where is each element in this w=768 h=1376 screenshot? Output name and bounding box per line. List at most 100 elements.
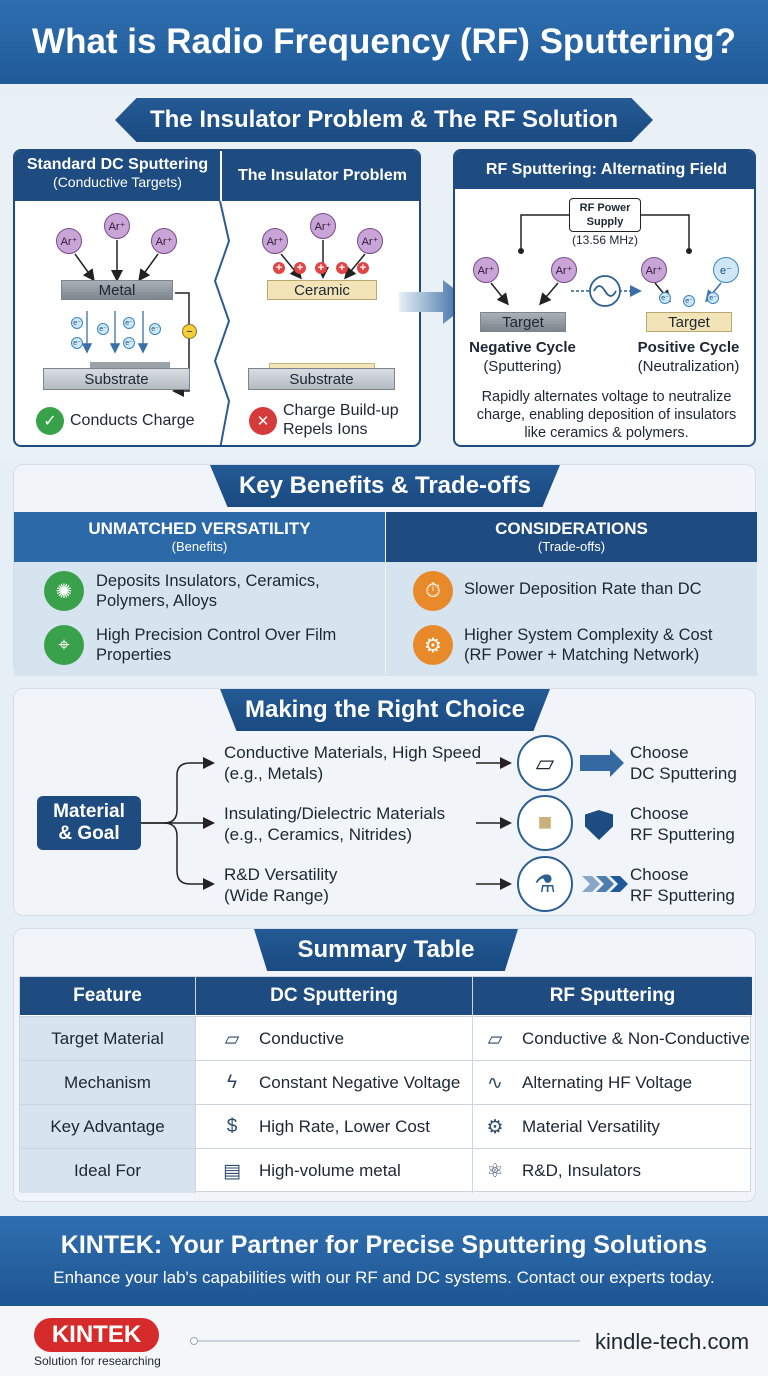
dc-subtitle: (Conductive Targets)	[53, 174, 182, 190]
insulator-result: Charge Build-up Repels Ions	[283, 401, 399, 439]
branch-3-line2: (Wide Range)	[224, 886, 329, 905]
argon-ion: Ar⁺	[551, 257, 577, 283]
positive-charge: +	[336, 262, 348, 274]
atom-icon: ⚛	[486, 1160, 504, 1182]
argon-ion: Ar⁺	[56, 228, 82, 254]
metal-target: Metal	[61, 280, 173, 300]
choice-section: Making the Right Choice Material & Goal …	[13, 688, 756, 916]
dc-substrate: Substrate	[43, 368, 190, 390]
benefits-subtitle: (Benefits)	[171, 539, 228, 554]
website-link[interactable]: kindle-tech.com	[595, 1329, 750, 1354]
decision-tree-lines	[141, 749, 628, 892]
rf-description: Rapidly alternates voltage to neutralize…	[459, 388, 754, 442]
rf-panel: RF Sputtering: Alternating Field RF Powe…	[453, 149, 756, 447]
metal-block-icon: ▱	[487, 1028, 503, 1050]
rf-header: RF Sputtering: Alternating Field	[455, 151, 754, 189]
positive-charge: +	[315, 262, 327, 274]
tradeoff-2-line2: (RF Power + Matching Network)	[464, 646, 700, 664]
metal-block-icon: ▱	[517, 735, 573, 791]
argon-ion: Ar⁺	[104, 213, 130, 239]
rf-power-supply: RF Power Supply	[569, 198, 641, 232]
dc-cell-text: Conductive	[259, 1029, 345, 1048]
footer-headline: KINTEK: Your Partner for Precise Sputter…	[60, 1231, 708, 1259]
root-line2: & Goal	[58, 823, 120, 844]
negative-cycle-desc: (Sputtering)	[483, 358, 562, 375]
rf-cell-text: Material Versatility	[522, 1117, 660, 1136]
error-icon: ✕	[249, 407, 277, 435]
money-hand-icon: $	[226, 1116, 238, 1137]
argon-ion: Ar⁺	[473, 257, 499, 283]
gear-hand-icon: ⚙	[486, 1116, 504, 1138]
section-heading-benefits: Key Benefits & Trade-offs	[210, 465, 560, 507]
table-header-dc: DC Sputtering	[196, 977, 472, 1015]
negative-cycle-title: Negative Cycle	[469, 339, 576, 356]
check-icon: ✓	[36, 407, 64, 435]
positive-cycle: Positive Cycle (Neutralization)	[621, 338, 754, 376]
tradeoff-item-1: Slower Deposition Rate than DC	[464, 580, 702, 598]
argon-ion: Ar⁺	[262, 228, 288, 254]
brand-tagline: Solution for researching	[34, 1354, 161, 1368]
branch-rnd: R&D Versatility (Wide Range)	[224, 864, 337, 906]
rf-cell: ⚙ Material Versatility	[478, 1105, 660, 1149]
table-header-rf: RF Sputtering	[473, 977, 752, 1015]
rf-cell: ∿Alternating HF Voltage	[478, 1061, 692, 1105]
electron: e⁻	[683, 295, 695, 307]
positive-charge: +	[294, 262, 306, 274]
branch-2-line2: (e.g., Ceramics, Nitrides)	[224, 825, 412, 844]
rf-cell: ⚛ R&D, Insulators	[478, 1149, 641, 1193]
result-1-choose: Choose	[630, 743, 689, 762]
row-label: Key Advantage	[20, 1105, 195, 1149]
positive-cycle-title: Positive Cycle	[637, 339, 740, 356]
benefits-column: UNMATCHED VERSATILITY (Benefits) ✺ Depos…	[14, 512, 385, 676]
section-heading-choice: Making the Right Choice	[220, 689, 550, 731]
result-2-choose: Choose	[630, 804, 689, 823]
lightning-icon: ϟ	[226, 1072, 238, 1093]
root-line1: Material	[53, 801, 125, 822]
table-header-feature: Feature	[20, 977, 195, 1015]
summary-section: Summary Table Feature DC Sputtering RF S…	[13, 928, 756, 1202]
rf-target-negative: Target	[480, 312, 566, 332]
ceramic-cube-icon: ■	[517, 795, 573, 851]
result-1-method: DC Sputtering	[630, 764, 737, 783]
tradeoff-item-2: Higher System Complexity & Cost (RF Powe…	[464, 625, 713, 665]
section-heading-summary: Summary Table	[254, 929, 518, 971]
decorative-dot	[190, 1337, 198, 1345]
result-dc: Choose DC Sputtering	[630, 742, 737, 784]
argon-ion: Ar⁺	[357, 228, 383, 254]
kintek-logo[interactable]: KINTEK	[34, 1318, 159, 1352]
tradeoffs-header: CONSIDERATIONS (Trade-offs)	[386, 512, 757, 562]
dc-header: Standard DC Sputtering (Conductive Targe…	[15, 151, 220, 201]
branch-1-line2: (e.g., Metals)	[224, 764, 324, 783]
branch-conductive: Conductive Materials, High Speed (e.g., …	[224, 742, 481, 784]
dc-cell-text: High-volume metal	[259, 1161, 401, 1180]
rf-desc-line2: charge, enabling deposition of insulator…	[476, 407, 737, 423]
positive-charge: +	[357, 262, 369, 274]
page-title: What is Radio Frequency (RF) Sputtering?	[0, 0, 768, 84]
section-heading-insulator: The Insulator Problem & The RF Solution	[115, 98, 653, 142]
table-row: Target Material ▱Conductive ▱Conductive …	[20, 1016, 752, 1061]
result-rf-1: Choose RF Sputtering	[630, 803, 735, 845]
benefit-1-line1: Deposits Insulators, Ceramics,	[96, 572, 320, 590]
footer-tagline: Enhance your lab's capabilities with our…	[53, 1268, 715, 1287]
footer-brand-bar: KINTEK Solution for researching kindle-t…	[0, 1306, 768, 1376]
rf-frequency: (13.56 MHz)	[571, 233, 639, 247]
deposited-film	[90, 362, 170, 368]
branch-1-line1: Conductive Materials, High Speed	[224, 743, 482, 762]
benefit-2-line2: Properties	[96, 646, 172, 664]
dc-cell-text: High Rate, Lower Cost	[259, 1117, 431, 1136]
stacked-bars-icon: ▤	[223, 1160, 241, 1182]
result-2-method: RF Sputtering	[630, 825, 735, 844]
rf-desc-line3: like ceramics & polymers.	[524, 425, 689, 441]
electron: e⁻	[659, 292, 671, 304]
rf-cell-text: Conductive & Non-Conductive	[522, 1029, 750, 1048]
positive-cycle-desc: (Neutralization)	[637, 358, 740, 375]
argon-ion: Ar⁺	[151, 228, 177, 254]
metal-block-icon: ▱	[224, 1028, 240, 1050]
rf-cell-text: R&D, Insulators	[522, 1161, 642, 1180]
electron: e⁻	[707, 292, 719, 304]
insulator-result-line2: Repels Ions	[283, 421, 368, 438]
electron: e⁻	[123, 337, 135, 349]
insulator-section: The Insulator Problem & The RF Solution …	[0, 96, 768, 458]
